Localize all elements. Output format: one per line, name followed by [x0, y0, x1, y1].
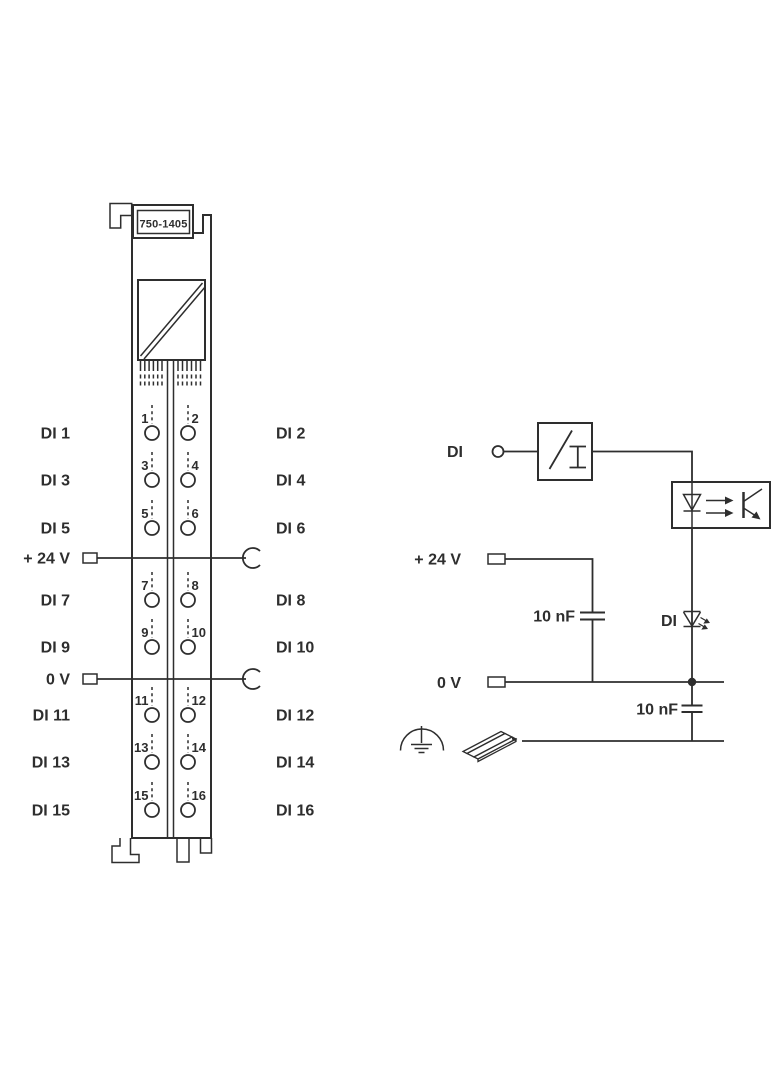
- optocoupler-phototransistor-symbol: [742, 488, 763, 520]
- pin-number: 1: [141, 411, 148, 426]
- pin-number: 12: [192, 693, 206, 708]
- earth-capacitor-value: 10 nF: [636, 702, 678, 719]
- power-terminal-label: + 24 V: [23, 551, 70, 568]
- pin-number: 5: [141, 506, 148, 521]
- terminal-contact-circle: [180, 592, 196, 608]
- terminal-contact-circle: [180, 472, 196, 488]
- di-input-terminal: [491, 445, 505, 458]
- led-emission-arrows: [698, 616, 710, 630]
- channel-label-left: DI 13: [32, 755, 70, 772]
- terminal-contact-circle: [180, 520, 196, 536]
- di-input-label: DI: [447, 444, 463, 461]
- part-number: 750-1405: [139, 219, 187, 231]
- module-foot-right: [199, 838, 213, 854]
- pin-number: 6: [192, 506, 199, 521]
- terminal-contact-circle: [180, 639, 196, 655]
- zerov-terminal-connector: [82, 673, 98, 685]
- terminal-contact-circle: [144, 639, 160, 655]
- terminal-contact-circle: [144, 707, 160, 723]
- optocoupler-light-arrows: [706, 496, 734, 517]
- wire-24v-to-capacitor: [505, 558, 594, 612]
- channel-label-left: DI 11: [33, 708, 70, 725]
- terminal-contact-circle: [144, 425, 160, 441]
- channel-labels: DI 1 DI 2 DI 3 DI 4 DI 5 DI 6 DI 7 DI 8 DI 9 DI 1…: [23, 426, 314, 820]
- channel-label-right: DI 6: [276, 521, 305, 538]
- terminal-contact-circle: [180, 425, 196, 441]
- zerov-socket-arc: [241, 668, 261, 690]
- terminal-contact-circle: [144, 754, 160, 770]
- terminal-contact-circle: [180, 707, 196, 723]
- channel-label-right: DI 8: [276, 593, 305, 610]
- din-rail-icon: [461, 730, 518, 763]
- pin-number: 7: [141, 578, 148, 593]
- module-mounting-latch: [109, 202, 133, 229]
- supply-24v-label: + 24 V: [414, 552, 461, 569]
- channel-label-right: DI 12: [276, 708, 314, 725]
- channel-label-left: DI 1: [41, 426, 70, 443]
- terminal-contact-circle: [180, 802, 196, 818]
- ground-terminal-connector: [487, 676, 506, 688]
- isolation-diagonal-lines: [139, 282, 207, 360]
- channel-label-right: DI 10: [276, 640, 314, 657]
- internal-bus-lines: [166, 360, 175, 838]
- status-led-symbol: [682, 610, 702, 628]
- module-foot-middle: [176, 838, 190, 863]
- wire-filter-to-optocoupler: [592, 450, 693, 482]
- filter-capacitor-symbol: [580, 611, 605, 621]
- channel-label-left: DI 7: [41, 593, 70, 610]
- status-led-label: DI: [661, 613, 677, 630]
- module-body-outline: [131, 204, 212, 839]
- plus24v-socket-arc: [241, 547, 261, 569]
- channel-label-right: DI 14: [276, 755, 314, 772]
- pin-number: 13: [134, 740, 148, 755]
- supply-terminal-connector: [487, 553, 506, 565]
- channel-label-left: DI 5: [41, 521, 70, 538]
- module-foot-left: [111, 838, 140, 864]
- pin-number: 4: [192, 458, 200, 473]
- pin-number: 2: [192, 411, 199, 426]
- plus24v-terminal-connector: [82, 552, 98, 564]
- input-filter-box: [537, 422, 593, 481]
- channel-label-right: DI 2: [276, 426, 305, 443]
- earth-capacitor-symbol: [681, 704, 703, 713]
- pin-number: 15: [134, 788, 148, 803]
- channel-label-left: DI 3: [41, 473, 70, 490]
- terminal-contact-circle: [144, 472, 160, 488]
- internal-connection-pins: [139, 360, 202, 386]
- power-terminal-label: 0 V: [46, 672, 70, 689]
- channel-label-left: DI 15: [32, 803, 70, 820]
- part-label-box-inner: [136, 209, 191, 235]
- pin-number: 11: [135, 693, 149, 708]
- channel-label-right: DI 4: [276, 473, 305, 490]
- earth-ground-icon: [399, 726, 445, 754]
- terminal-contact-circle: [144, 802, 160, 818]
- filter-capacitor-value: 10 nF: [533, 609, 575, 626]
- pin-number: 16: [192, 788, 206, 803]
- optocoupler-box: [671, 481, 771, 529]
- channel-label-left: DI 9: [41, 640, 70, 657]
- channel-label-right: DI 16: [276, 803, 314, 820]
- terminal-contact-circle: [144, 520, 160, 536]
- terminal-contact-circle: [144, 592, 160, 608]
- pin-number: 10: [192, 625, 206, 640]
- optocoupler-led-symbol: [682, 493, 702, 512]
- terminal-contact-circle: [180, 754, 196, 770]
- input-filter-symbol: [548, 430, 586, 470]
- ground-0v-label: 0 V: [437, 675, 461, 692]
- pin-number: 14: [192, 740, 207, 755]
- pin-number: 3: [141, 458, 148, 473]
- pin-number: 9: [141, 625, 148, 640]
- pin-number: 8: [192, 578, 199, 593]
- input-circuit-schematic: DI DI + 24 V 10 nF: [399, 422, 771, 763]
